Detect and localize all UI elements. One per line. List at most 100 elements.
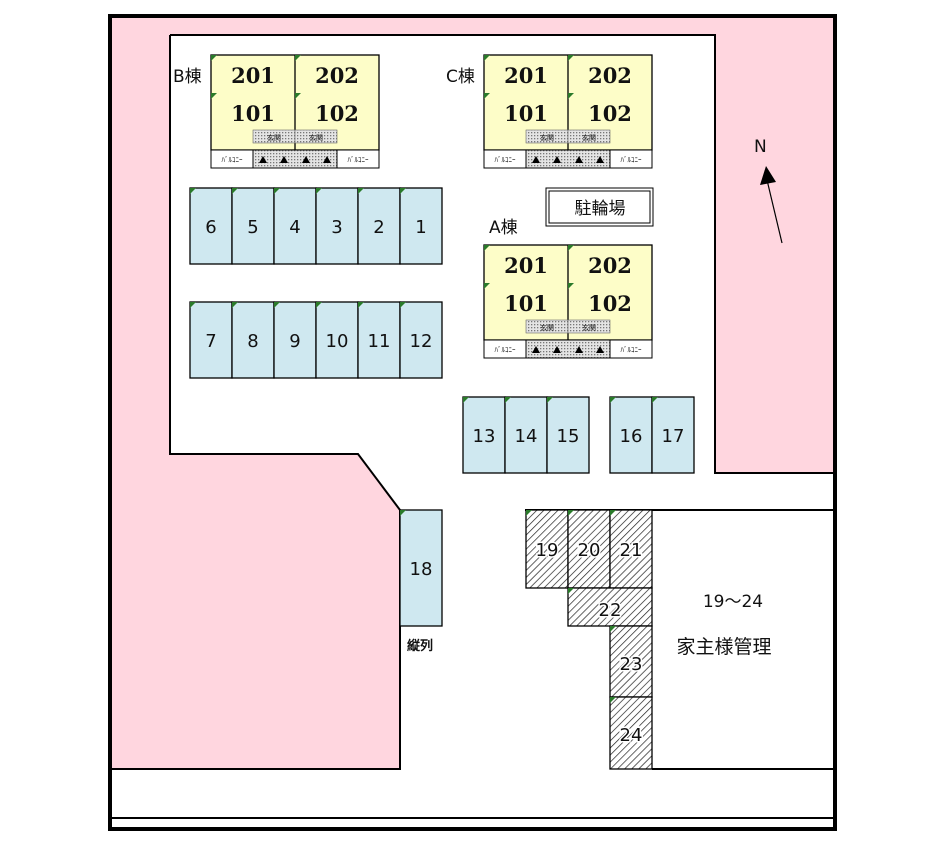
parking-lot-6: 6	[189, 187, 233, 265]
parking-lot-number: 24	[620, 725, 643, 746]
parking-lot-number: 3	[331, 217, 342, 238]
building-b-label: B棟	[173, 67, 202, 87]
building-c-label: C棟	[446, 67, 475, 87]
bicycle-parking-label: 駐輪場	[575, 199, 626, 219]
parking-lot-17: 17	[651, 396, 695, 474]
balcony	[609, 149, 653, 169]
parking-lot-number: 2	[373, 217, 384, 238]
building-a-label: A棟	[489, 218, 518, 238]
entrance-label: 玄関	[540, 133, 554, 142]
balcony	[609, 339, 653, 359]
entrance-label: 玄関	[309, 133, 323, 142]
entrance-label: 玄関	[582, 133, 596, 142]
balcony-label: ﾊﾞﾙｺﾆｰ	[621, 346, 642, 354]
parking-lot-number: 14	[515, 426, 538, 447]
parking-lot-number: 17	[662, 426, 685, 447]
parking-lot-number: 4	[289, 217, 300, 238]
unit-b-202: 202	[315, 63, 359, 88]
parking-lot-20: 20	[567, 509, 611, 589]
balcony	[336, 149, 380, 169]
unit-b-101: 101	[231, 101, 275, 126]
entrance-label: 玄関	[267, 133, 281, 142]
parking-lot-number: 13	[473, 426, 496, 447]
entrance	[567, 319, 611, 334]
north-arrow-icon	[760, 166, 783, 244]
unit-c-202: 202	[588, 63, 632, 88]
parking-lot-number: 18	[410, 559, 433, 580]
owner-managed-label: 家主様管理	[676, 636, 771, 658]
parking-lot-4: 4	[273, 187, 317, 265]
parking-lot-11: 11	[357, 301, 401, 379]
parking-lot-13: 13	[462, 396, 506, 474]
parking-lot-number: 6	[205, 217, 216, 238]
parking-lot-2: 2	[357, 187, 401, 265]
parking-lot-number: 9	[289, 331, 300, 352]
parking-lot-14: 14	[504, 396, 548, 474]
unit-b-102: 102	[315, 101, 359, 126]
balcony-label: ﾊﾞﾙｺﾆｰ	[222, 156, 243, 164]
parking-lot-number: 10	[326, 331, 349, 352]
parking-lot-number: 20	[578, 540, 601, 561]
balcony-label: ﾊﾞﾙｺﾆｰ	[495, 346, 516, 354]
unit-a-101: 101	[504, 291, 548, 316]
building-c: C棟 201 202 101 102 玄関 玄関 ﾊﾞﾙｺﾆｰ ﾊﾞﾙｺﾆｰ	[446, 54, 653, 169]
parking-lot-22: 22	[567, 587, 653, 627]
building-a: A棟 201 202 101 102 玄関 玄関 ﾊﾞﾙｺﾆｰ ﾊﾞﾙｺﾆｰ	[483, 218, 653, 359]
neighbor-area-west	[112, 18, 715, 769]
parking-lot-number: 7	[205, 331, 216, 352]
entrance	[567, 129, 611, 144]
parking-lot-number: 23	[620, 654, 643, 675]
stair-icon	[259, 156, 331, 163]
parking-lot-18: 18	[399, 509, 443, 627]
parking-lot-number: 5	[247, 217, 258, 238]
unit-c-101: 101	[504, 101, 548, 126]
porch	[252, 149, 338, 169]
site-outline	[112, 34, 833, 819]
parking-lot-24: 24	[609, 696, 653, 770]
parking-lot-9: 9	[273, 301, 317, 379]
entrance	[294, 129, 338, 144]
balcony-label: ﾊﾞﾙｺﾆｰ	[495, 156, 516, 164]
parking-lot-number: 11	[368, 331, 391, 352]
balcony	[483, 339, 527, 359]
parking-lot-23: 23	[609, 625, 653, 698]
porch	[525, 339, 611, 359]
parking-lot-5: 5	[231, 187, 275, 265]
parking-lot-number: 15	[557, 426, 580, 447]
parking-lot-7: 7	[189, 301, 233, 379]
parking-lot-19: 19	[525, 509, 569, 589]
balcony-label: ﾊﾞﾙｺﾆｰ	[348, 156, 369, 164]
parking-lot-number: 8	[247, 331, 258, 352]
compass-label: N	[754, 137, 767, 157]
parking-lot-10: 10	[315, 301, 359, 379]
entrance-label: 玄関	[582, 323, 596, 332]
balcony	[210, 149, 254, 169]
parking-lot-number: 16	[620, 426, 643, 447]
parking-lot-number: 21	[620, 540, 643, 561]
building-b: B棟 201 202 101 102 玄関 玄関 ﾊﾞﾙｺﾆｰ ﾊﾞﾙｺﾆｰ	[173, 54, 380, 169]
unit-b-201: 201	[231, 63, 275, 88]
balcony-label: ﾊﾞﾙｺﾆｰ	[621, 156, 642, 164]
unit-a-201: 201	[504, 253, 548, 278]
parking-lot-16: 16	[609, 396, 653, 474]
parking-lot-number: 19	[536, 540, 559, 561]
entrance-label: 玄関	[540, 323, 554, 332]
parking-lot-3: 3	[315, 187, 359, 265]
parking-lot-number: 22	[599, 600, 622, 621]
owner-lots-range: 19～24	[703, 592, 763, 612]
balcony	[483, 149, 527, 169]
parking-lot-21: 21	[609, 509, 653, 589]
stair-icon	[532, 346, 604, 353]
parking-lot-12: 12	[399, 301, 443, 379]
parking-lot-15: 15	[546, 396, 590, 474]
parking-lot-1: 1	[399, 187, 443, 265]
parking-lot-number: 12	[410, 331, 433, 352]
unit-c-201: 201	[504, 63, 548, 88]
bicycle-parking: 駐輪場	[545, 187, 654, 227]
unit-a-202: 202	[588, 253, 632, 278]
porch	[525, 149, 611, 169]
tandem-parking-label: 縦列	[407, 638, 433, 654]
stair-icon	[532, 156, 604, 163]
